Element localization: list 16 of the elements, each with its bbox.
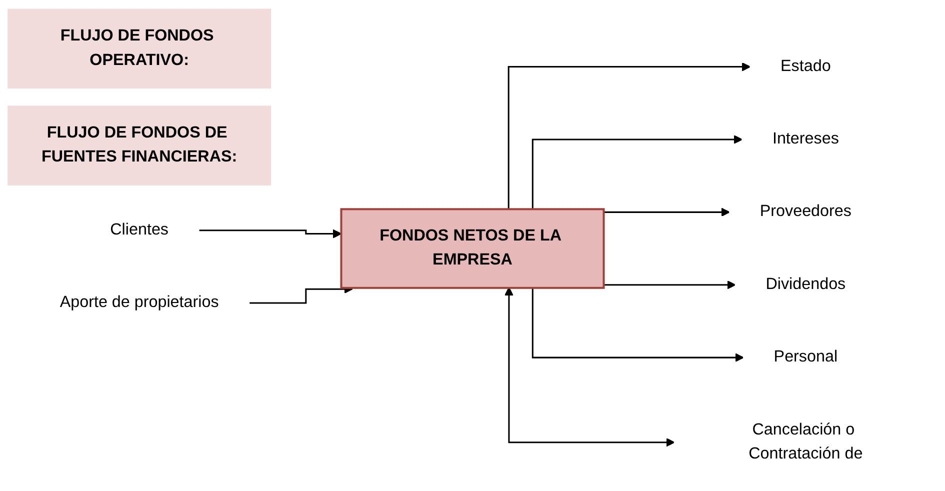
node-text: Cancelación o Contratación de [748, 421, 863, 463]
node-box: FLUJO DE FONDOS DE FUENTES FINANCIERAS: [8, 106, 272, 186]
node-text: Dividendos [766, 276, 846, 293]
node-box: FLUJO DE FONDOS OPERATIVO: [8, 8, 272, 88]
node-text: Personal [774, 348, 838, 366]
node-box: FONDOS NETOS DE LA EMPRESA [340, 208, 605, 289]
node-text: Clientes [110, 221, 169, 238]
arrow [532, 135, 743, 210]
node-text: Proveedores [760, 203, 852, 220]
node-text: Estado [780, 58, 831, 75]
node-text: Aporte de propietarios [60, 294, 219, 312]
arrow [508, 62, 751, 210]
arrow [504, 286, 675, 447]
arrow [198, 229, 342, 238]
arrow [532, 288, 744, 362]
node-text: Intereses [772, 130, 839, 148]
